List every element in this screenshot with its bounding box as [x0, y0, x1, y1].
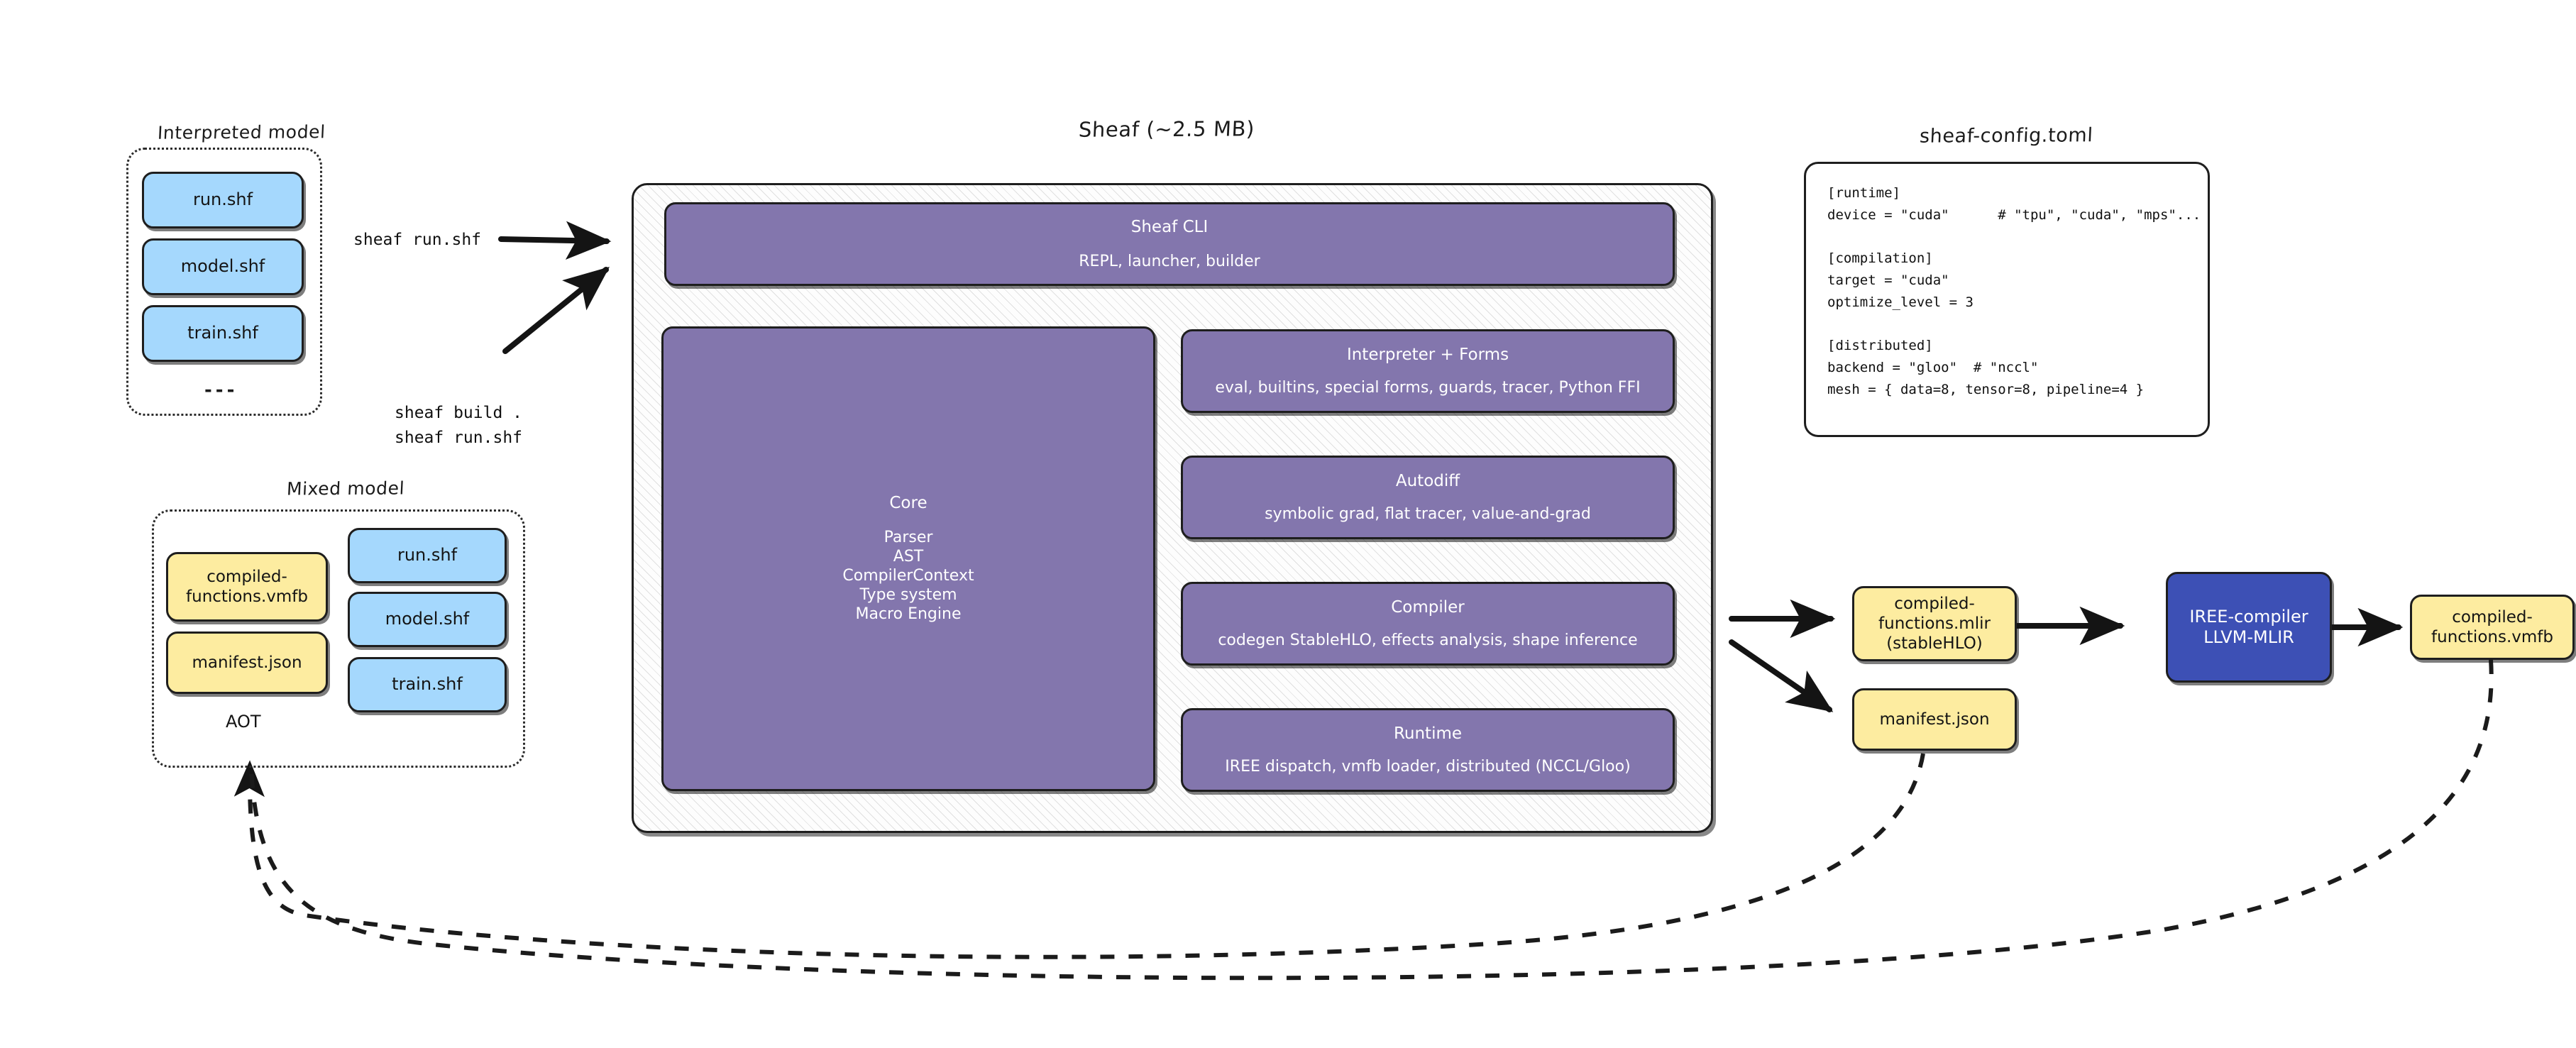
- iree-compiler-label: IREE-compiler LLVM-MLIR: [2189, 606, 2308, 647]
- file-label: run.shf: [397, 545, 458, 566]
- module-detail: codegen StableHLO, effects analysis, sha…: [1218, 631, 1638, 649]
- file-run-shf-interpreted[interactable]: run.shf: [142, 172, 304, 228]
- core-item-compilercontext: CompilerContext: [842, 567, 974, 585]
- interpreted-model-title: Interpreted model: [157, 121, 326, 143]
- file-train-shf-interpreted[interactable]: train.shf: [142, 305, 304, 362]
- interpreted-ellipsis-marker: ---: [204, 380, 238, 401]
- module-runtime[interactable]: Runtime IREE dispatch, vmfb loader, dist…: [1181, 708, 1675, 792]
- file-train-shf-mixed[interactable]: train.shf: [348, 657, 507, 712]
- artifact-label: compiled- functions.mlir (stableHLO): [1878, 594, 1991, 653]
- module-detail: REPL, launcher, builder: [1079, 252, 1260, 270]
- module-title: Compiler: [1391, 597, 1465, 617]
- arrow-run-to-sheaf: [498, 221, 612, 260]
- file-label: train.shf: [187, 323, 258, 343]
- command-build-label: sheaf build . sheaf run.shf: [395, 404, 523, 447]
- artifact-manifest-json-output[interactable]: manifest.json: [1852, 688, 2017, 751]
- aot-label: AOT: [226, 712, 261, 732]
- module-core[interactable]: Core Parser AST CompilerContext Type sys…: [661, 326, 1155, 791]
- config-panel[interactable]: [runtime] device = "cuda" # "tpu", "cuda…: [1804, 162, 2210, 437]
- core-item-ast: AST: [893, 548, 924, 566]
- command-run-label: sheaf run.shf: [353, 231, 482, 249]
- artifact-label: compiled- functions.vmfb: [2431, 607, 2553, 646]
- core-item-type-system: Type system: [859, 585, 957, 604]
- interpreted-model-group: [126, 148, 322, 416]
- module-detail: eval, builtins, special forms, guards, t…: [1215, 378, 1641, 397]
- arrow-sheaf-to-manifest: [1729, 639, 1834, 712]
- module-title: Sheaf CLI: [1130, 217, 1209, 236]
- iree-compiler-node[interactable]: IREE-compiler LLVM-MLIR: [2166, 572, 2332, 683]
- mixed-model-title: Mixed model: [286, 478, 405, 500]
- mixed-model-group: [152, 509, 525, 768]
- file-label: train.shf: [392, 674, 463, 695]
- file-label: model.shf: [180, 256, 265, 277]
- config-body: [runtime] device = "cuda" # "tpu", "cuda…: [1827, 185, 2201, 437]
- artifact-manifest-json-mixed[interactable]: manifest.json: [166, 631, 328, 694]
- arrow-build-to-sheaf: [502, 266, 610, 354]
- module-detail: symbolic grad, flat tracer, value-and-gr…: [1265, 504, 1591, 523]
- file-model-shf-mixed[interactable]: model.shf: [348, 592, 507, 647]
- file-label: run.shf: [192, 189, 253, 210]
- module-title: Core: [889, 494, 928, 513]
- artifact-label: manifest.json: [192, 653, 302, 672]
- file-model-shf-interpreted[interactable]: model.shf: [142, 238, 304, 295]
- module-title: Runtime: [1393, 724, 1463, 743]
- artifact-compiled-functions-vmfb-mixed[interactable]: compiled- functions.vmfb: [166, 552, 328, 622]
- file-label: model.shf: [385, 609, 470, 629]
- module-detail: IREE dispatch, vmfb loader, distributed …: [1225, 757, 1631, 776]
- sheaf-title: Sheaf (~2.5 MB): [1078, 116, 1255, 142]
- module-title: Autodiff: [1395, 471, 1460, 490]
- module-title: Interpreter + Forms: [1346, 345, 1509, 364]
- config-title: sheaf-config.toml: [1919, 124, 2094, 148]
- artifact-compiled-functions-mlir[interactable]: compiled- functions.mlir (stableHLO): [1852, 586, 2017, 661]
- module-sheaf-cli[interactable]: Sheaf CLI REPL, launcher, builder: [664, 202, 1675, 286]
- artifact-compiled-functions-vmfb-output[interactable]: compiled- functions.vmfb: [2410, 595, 2575, 660]
- module-autodiff[interactable]: Autodiff symbolic grad, flat tracer, val…: [1181, 456, 1675, 539]
- file-run-shf-mixed[interactable]: run.shf: [348, 528, 507, 583]
- artifact-label: manifest.json: [1879, 710, 1990, 729]
- module-interpreter-forms[interactable]: Interpreter + Forms eval, builtins, spec…: [1181, 329, 1675, 413]
- core-item-parser: Parser: [884, 529, 933, 547]
- module-compiler[interactable]: Compiler codegen StableHLO, effects anal…: [1181, 582, 1675, 666]
- artifact-label: compiled- functions.vmfb: [186, 567, 308, 606]
- core-item-macro-engine: Macro Engine: [855, 605, 962, 623]
